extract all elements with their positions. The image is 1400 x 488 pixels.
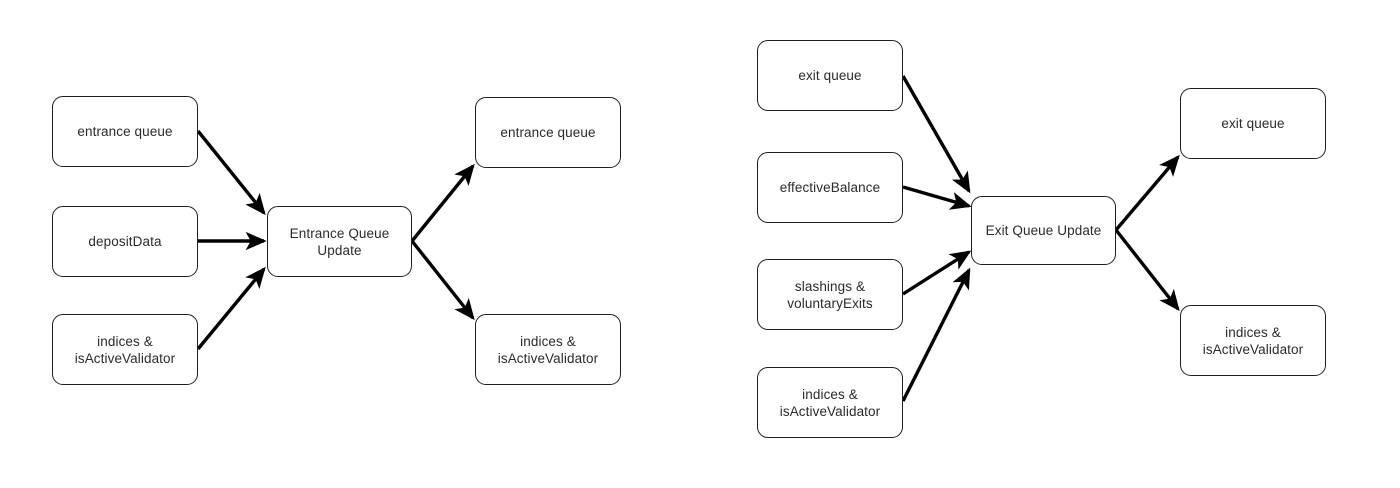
node-label: exit queue (1221, 116, 1285, 131)
node-label: indices & isActiveValidator (74, 333, 176, 366)
node-out-exit-indices-isactivevalidator[interactable]: indices & isActiveValidator (1180, 305, 1326, 376)
node-out-indices-isactivevalidator[interactable]: indices & isActiveValidator (475, 314, 621, 385)
node-in-deposit-data[interactable]: depositData (52, 206, 198, 277)
node-in-exit-indices-isactivevalidator[interactable]: indices & isActiveValidator (757, 367, 903, 438)
node-label: Entrance Queue Update (289, 225, 390, 258)
node-label: indices & isActiveValidator (497, 333, 599, 366)
edge-exit-queue-update-to-out-exit-indices-isactivevalidator (1114, 228, 1180, 312)
node-label: Exit Queue Update (985, 223, 1102, 238)
node-label: depositData (88, 234, 162, 249)
node-label: exit queue (798, 68, 862, 83)
node-label: entrance queue (77, 124, 173, 139)
edge-exit-queue-update-to-out-exit-queue (1114, 154, 1180, 232)
node-label: indices & isActiveValidator (779, 386, 881, 419)
node-label: slashings & voluntaryExits (787, 278, 873, 311)
node-in-slashings-voluntaryexits[interactable]: slashings & voluntaryExits (757, 259, 903, 330)
node-in-exit-queue[interactable]: exit queue (757, 40, 903, 111)
edge-in-indices-isactivevalidator-to-entrance-queue-update (196, 266, 266, 351)
edge-in-exit-queue-to-exit-queue-update (901, 75, 971, 194)
node-out-entrance-queue[interactable]: entrance queue (475, 97, 621, 168)
edge-entrance-queue-update-to-out-indices-isactivevalidator (410, 239, 475, 321)
node-out-exit-queue[interactable]: exit queue (1180, 88, 1326, 159)
node-in-indices-isactivevalidator[interactable]: indices & isActiveValidator (52, 314, 198, 385)
node-label: indices & isActiveValidator (1202, 324, 1304, 357)
edge-in-effective-balance-to-exit-queue-update (902, 185, 972, 210)
node-exit-queue-update[interactable]: Exit Queue Update (971, 196, 1116, 265)
node-in-effective-balance[interactable]: effectiveBalance (757, 152, 903, 223)
edge-in-entrance-queue-to-entrance-queue-update (196, 129, 266, 216)
node-label: entrance queue (500, 125, 596, 140)
node-in-entrance-queue[interactable]: entrance queue (52, 96, 198, 167)
node-label: effectiveBalance (779, 180, 881, 195)
node-entrance-queue-update[interactable]: Entrance Queue Update (267, 206, 412, 277)
edge-in-exit-indices-isactivevalidator-to-exit-queue-update (901, 267, 971, 402)
edge-in-slashings-voluntaryexits-to-exit-queue-update (902, 250, 972, 296)
edge-entrance-queue-update-to-out-entrance-queue (410, 163, 475, 243)
